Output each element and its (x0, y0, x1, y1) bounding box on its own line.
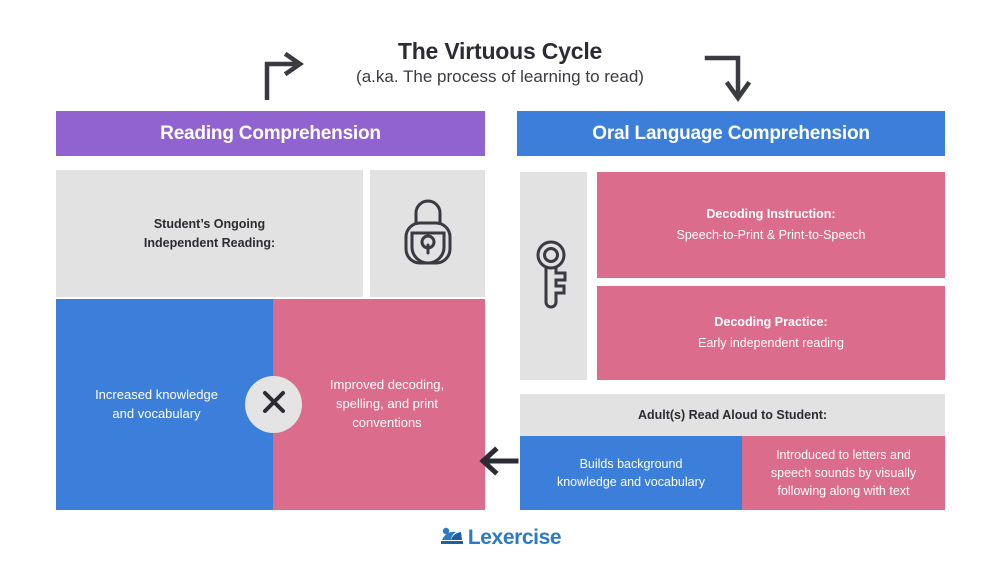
decoding-practice-title: Decoding Practice: (714, 315, 828, 330)
adult-outcome-builds-background: Builds background knowledge and vocabula… (520, 436, 742, 510)
adult-pink-line3: following along with text (777, 484, 910, 499)
adult-outcome-introduced-to-letters: Introduced to letters and speech sounds … (742, 436, 945, 510)
elbow-right-down-arrow-icon (704, 52, 754, 104)
lock-icon (398, 195, 458, 272)
outcome-improved-decoding-text: Improved decoding, spelling, and print c… (300, 376, 458, 433)
outcome-increased-knowledge-text: Increased knowledge and vocabulary (81, 386, 248, 424)
decoding-practice-subtitle: Early independent reading (698, 336, 844, 350)
outcome-pink-line3: conventions (352, 414, 422, 430)
x-multiply-icon (261, 389, 287, 420)
elbow-up-right-arrow-icon (262, 51, 308, 101)
outcome-pink-line1: Improved decoding, (329, 377, 445, 393)
page-subtitle: (a.ka. The process of learning to read) (356, 67, 644, 87)
outcome-blue-line1: Increased knowledge (95, 386, 218, 402)
x-multiply-connector (245, 376, 302, 433)
title-block: The Virtuous Cycle (a.ka. The process of… (300, 38, 700, 88)
adult-blue-line1: Builds background (579, 456, 683, 471)
lexercise-logo[interactable]: Lexercise (0, 524, 1000, 551)
key-icon-box (520, 172, 587, 380)
panel-heading-left-label: Reading Comprehension (160, 122, 381, 144)
adult-pink-line2: speech sounds by visually (770, 465, 917, 480)
student-reading-box: Student’s Ongoing Independent Reading: (56, 170, 363, 297)
lock-icon-box (370, 170, 485, 297)
adult-outcome-pink-text: Introduced to letters and speech sounds … (763, 446, 924, 500)
adult-blue-line2: knowledge and vocabulary (556, 475, 706, 489)
adult-pink-line1: Introduced to letters and (776, 447, 911, 462)
left-arrow-icon (478, 443, 522, 479)
outcome-increased-knowledge: Increased knowledge and vocabulary (56, 299, 273, 510)
decoding-instruction-box: Decoding Instruction: Speech-to-Print & … (597, 172, 945, 278)
adult-read-aloud-band: Adult(s) Read Aloud to Student: (520, 394, 945, 436)
decoding-practice-box: Decoding Practice: Early independent rea… (597, 286, 945, 380)
panel-heading-right-label: Oral Language Comprehension (592, 122, 870, 144)
page-title: The Virtuous Cycle (397, 38, 603, 64)
outcome-improved-decoding: Improved decoding, spelling, and print c… (273, 299, 485, 510)
adult-read-aloud-label: Adult(s) Read Aloud to Student: (637, 408, 828, 422)
adult-outcome-blue-text: Builds background knowledge and vocabula… (549, 455, 713, 491)
student-reading-line2: Independent Reading: (143, 235, 276, 250)
reading-outcomes-split: Increased knowledge and vocabulary Impro… (56, 299, 485, 510)
outcome-blue-line2: and vocabulary (112, 405, 201, 421)
decoding-instruction-title: Decoding Instruction: (706, 207, 836, 222)
reading-person-icon (439, 524, 465, 551)
outcome-pink-line2: spelling, and print (336, 396, 438, 412)
student-reading-text: Student’s Ongoing Independent Reading: (144, 215, 275, 253)
panel-heading-oral-language-comprehension: Oral Language Comprehension (517, 111, 945, 156)
adult-outcomes-split: Builds background knowledge and vocabula… (520, 436, 945, 510)
lexercise-wordmark: Lexercise (467, 525, 562, 549)
student-reading-line1: Student’s Ongoing (153, 216, 266, 231)
panel-heading-reading-comprehension: Reading Comprehension (56, 111, 485, 156)
decoding-instruction-subtitle: Speech-to-Print & Print-to-Speech (676, 228, 866, 242)
key-icon (533, 236, 575, 317)
